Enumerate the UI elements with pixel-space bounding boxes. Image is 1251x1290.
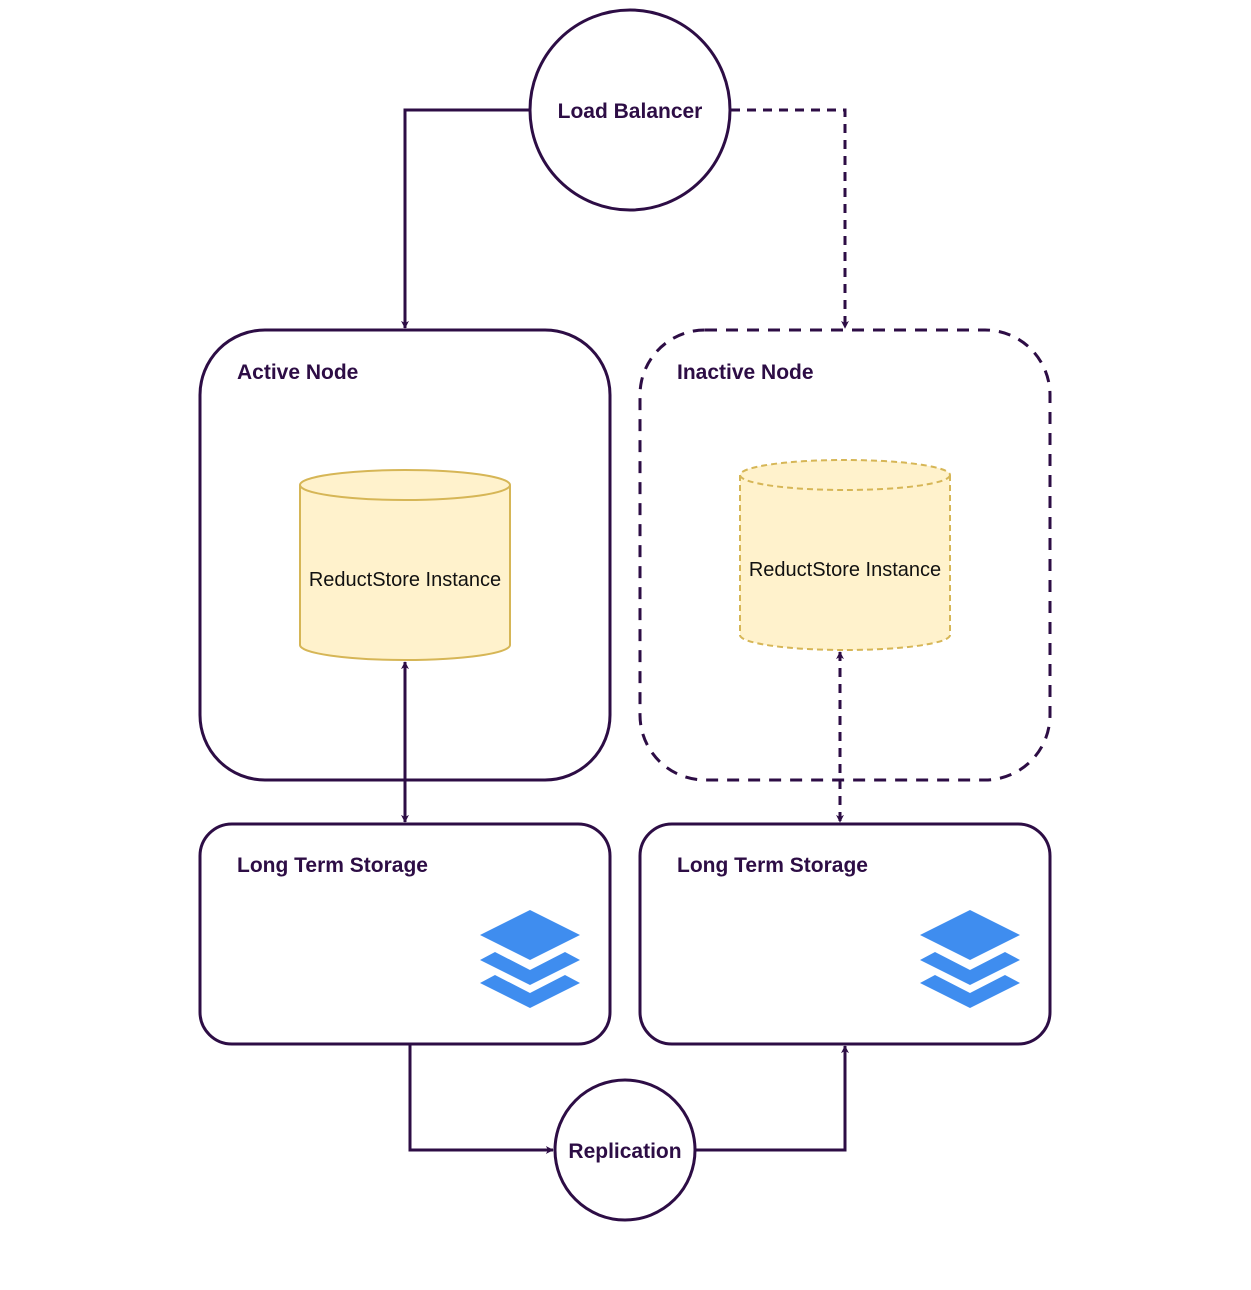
active-instance-label: ReductStore Instance (309, 569, 501, 591)
active-node-title: Active Node (237, 361, 358, 384)
active-node: Active Node ReductStore Instance (198, 328, 612, 782)
replication-to-storage-connector (696, 1045, 849, 1152)
storage-right: Long Term Storage (638, 822, 1052, 1046)
storage-left-title: Long Term Storage (237, 854, 428, 877)
replication-label: Replication (568, 1140, 681, 1163)
inactive-instance-cylinder (739, 459, 951, 651)
active-instance-cylinder (299, 469, 511, 661)
storage-to-replication-connector (408, 1045, 554, 1154)
inactive-instance-label: ReductStore Instance (749, 559, 941, 581)
layers-icon (480, 910, 580, 1008)
replication-node: Replication (553, 1078, 697, 1222)
layers-icon (920, 910, 1020, 1008)
lb-to-inactive-connector (731, 108, 849, 329)
load-balancer-label: Load Balancer (558, 100, 703, 123)
storage-right-title: Long Term Storage (677, 854, 868, 877)
load-balancer-node: Load Balancer (528, 8, 732, 212)
inactive-node: Inactive Node ReductStore Instance (638, 328, 1052, 782)
inactive-node-title: Inactive Node (677, 361, 814, 384)
lb-to-active-connector (401, 108, 530, 329)
storage-left: Long Term Storage (198, 822, 612, 1046)
